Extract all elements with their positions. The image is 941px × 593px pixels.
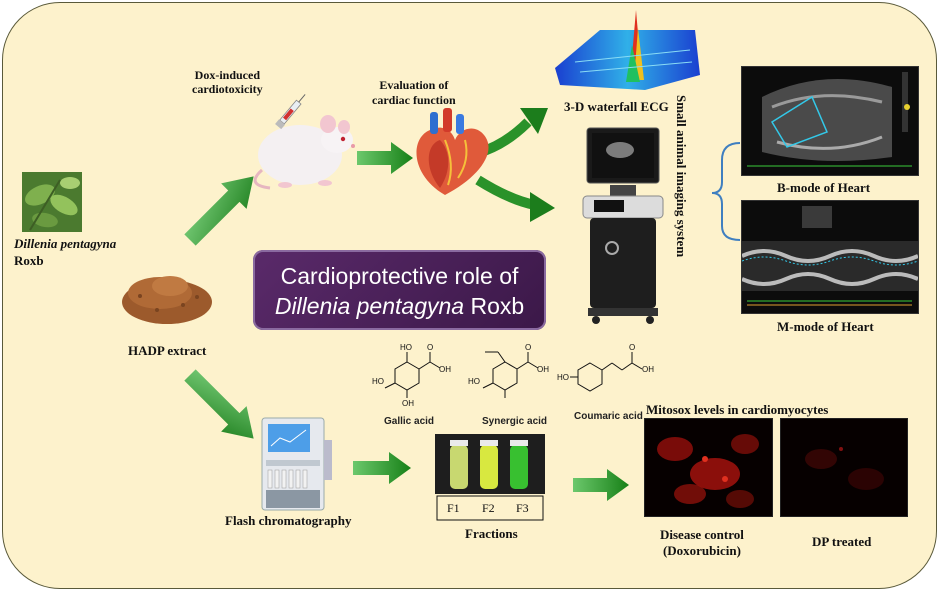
gallic-o: O	[427, 343, 433, 352]
plant-name-italic: Dillenia pentagyna	[14, 236, 117, 251]
fraction-f3: F3	[516, 501, 529, 515]
coumaric-o: O	[629, 343, 635, 352]
brace	[711, 142, 741, 241]
synergic-acid-structure	[482, 351, 539, 398]
evaluation-label: Evaluation of cardiac function	[372, 78, 456, 107]
disease-control-image	[644, 418, 773, 517]
mitosox-label: Mitosox levels in cardiomyocytes	[646, 402, 829, 417]
gallic-oh-bottom: OH	[402, 399, 414, 408]
synergic-label: Synergic acid	[482, 416, 548, 427]
synergic-oh: OH	[537, 365, 549, 374]
coumaric-acid-structure	[570, 352, 643, 392]
coumaric-label: Coumaric acid	[574, 411, 643, 422]
arrow-hadp-to-flash	[184, 369, 254, 439]
gallic-ho-left: HO	[372, 377, 384, 386]
title-line2: Dillenia pentagyna Roxb	[253, 291, 546, 321]
dp-treated-image	[780, 418, 908, 517]
m-mode-label: M-mode of Heart	[777, 319, 874, 334]
arrow-plant-to-mouse	[184, 176, 254, 246]
gallic-label: Gallic acid	[384, 416, 435, 427]
plant-name-roxb: Roxb	[14, 253, 44, 268]
title-line2-italic: Dillenia pentagyna	[274, 293, 465, 319]
synergic-ho: HO	[468, 377, 480, 386]
flash-label: Flash chromatography	[225, 513, 352, 528]
fractions-label: Fractions	[465, 526, 518, 541]
arrow-fractions-to-mitosox	[573, 469, 629, 501]
title-line1: Cardioprotective role of	[280, 263, 519, 289]
coumaric-oh: OH	[642, 365, 654, 374]
b-mode-label: B-mode of Heart	[777, 180, 871, 195]
m-mode-image	[741, 200, 919, 314]
synergic-o: O	[525, 343, 531, 352]
gallic-oh-acid: OH	[439, 365, 451, 374]
title-box: Cardioprotective role of Dillenia pentag…	[253, 250, 546, 330]
coumaric-ho: HO	[557, 373, 569, 382]
waterfall-label: 3-D waterfall ECG	[564, 99, 669, 114]
dp-treated-label: DP treated	[812, 534, 872, 549]
arrow-mouse-to-heart	[357, 142, 413, 174]
fraction-f1: F1	[447, 501, 460, 515]
gallic-ho-top: HO	[400, 343, 412, 352]
dox-label: Dox-induced cardiotoxicity	[192, 68, 263, 96]
b-mode-image	[741, 66, 919, 176]
hadp-label: HADP extract	[128, 343, 207, 358]
arrow-flash-to-fractions	[353, 452, 411, 484]
title-line2-rest: Roxb	[464, 293, 525, 319]
disease-control-label: Disease control (Doxorubicin)	[660, 527, 744, 558]
gallic-acid-structure	[384, 352, 441, 398]
fraction-f2: F2	[482, 501, 495, 515]
